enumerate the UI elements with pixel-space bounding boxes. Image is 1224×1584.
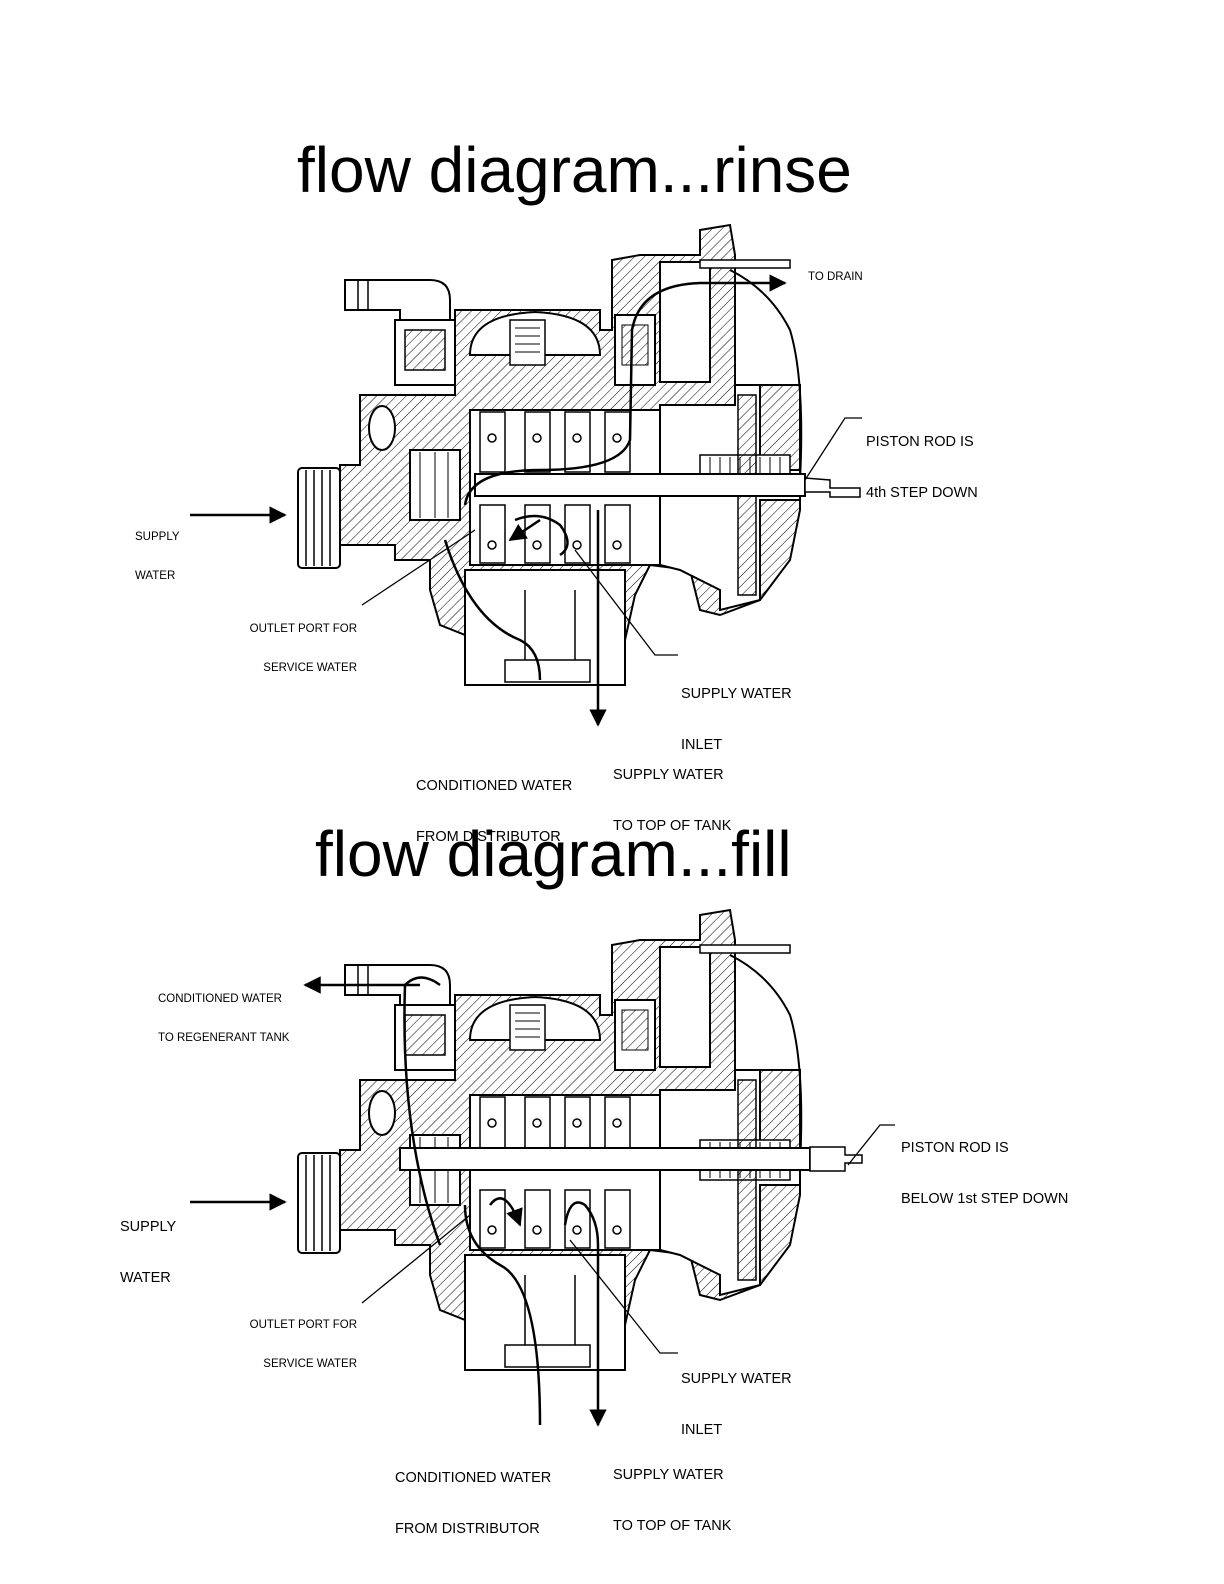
fill-piston-rod-label: PISTON ROD IS BELOW 1st STEP DOWN [901, 1140, 1069, 1207]
rinse-to-drain-label: TO DRAIN [808, 271, 863, 283]
fill-regenerant-label: CONDITIONED WATER TO REGENERANT TANK [158, 993, 290, 1044]
fill-conditioned-label: CONDITIONED WATER FROM DISTRIBUTOR [395, 1470, 552, 1537]
fill-supply-water-label: SUPPLY WATER [120, 1219, 177, 1286]
rinse-title: flow diagram...rinse [297, 134, 852, 206]
fill-outlet-port-label: OUTLET PORT FOR SERVICE WATER [249, 1319, 357, 1370]
fill-title: flow diagram...fill [315, 818, 792, 890]
rinse-conditioned-label: CONDITIONED WATER FROM DISTRIBUTOR [416, 778, 573, 845]
fill-supply-inlet-label: SUPPLY WATER INLET [681, 1371, 792, 1438]
rinse-piston-rod-label: PISTON ROD IS 4th STEP DOWN [866, 434, 978, 501]
rinse-valve-drawing [190, 224, 862, 727]
fill-top-of-tank-label: SUPPLY WATER TO TOP OF TANK [613, 1467, 732, 1534]
rinse-supply-inlet-label: SUPPLY WATER INLET [681, 686, 792, 753]
fill-valve-drawing [190, 909, 895, 1427]
rinse-top-of-tank-label: SUPPLY WATER TO TOP OF TANK [613, 767, 732, 834]
rinse-supply-water-label: SUPPLY WATER [135, 531, 180, 582]
rinse-outlet-port-label: OUTLET PORT FOR SERVICE WATER [249, 623, 357, 674]
